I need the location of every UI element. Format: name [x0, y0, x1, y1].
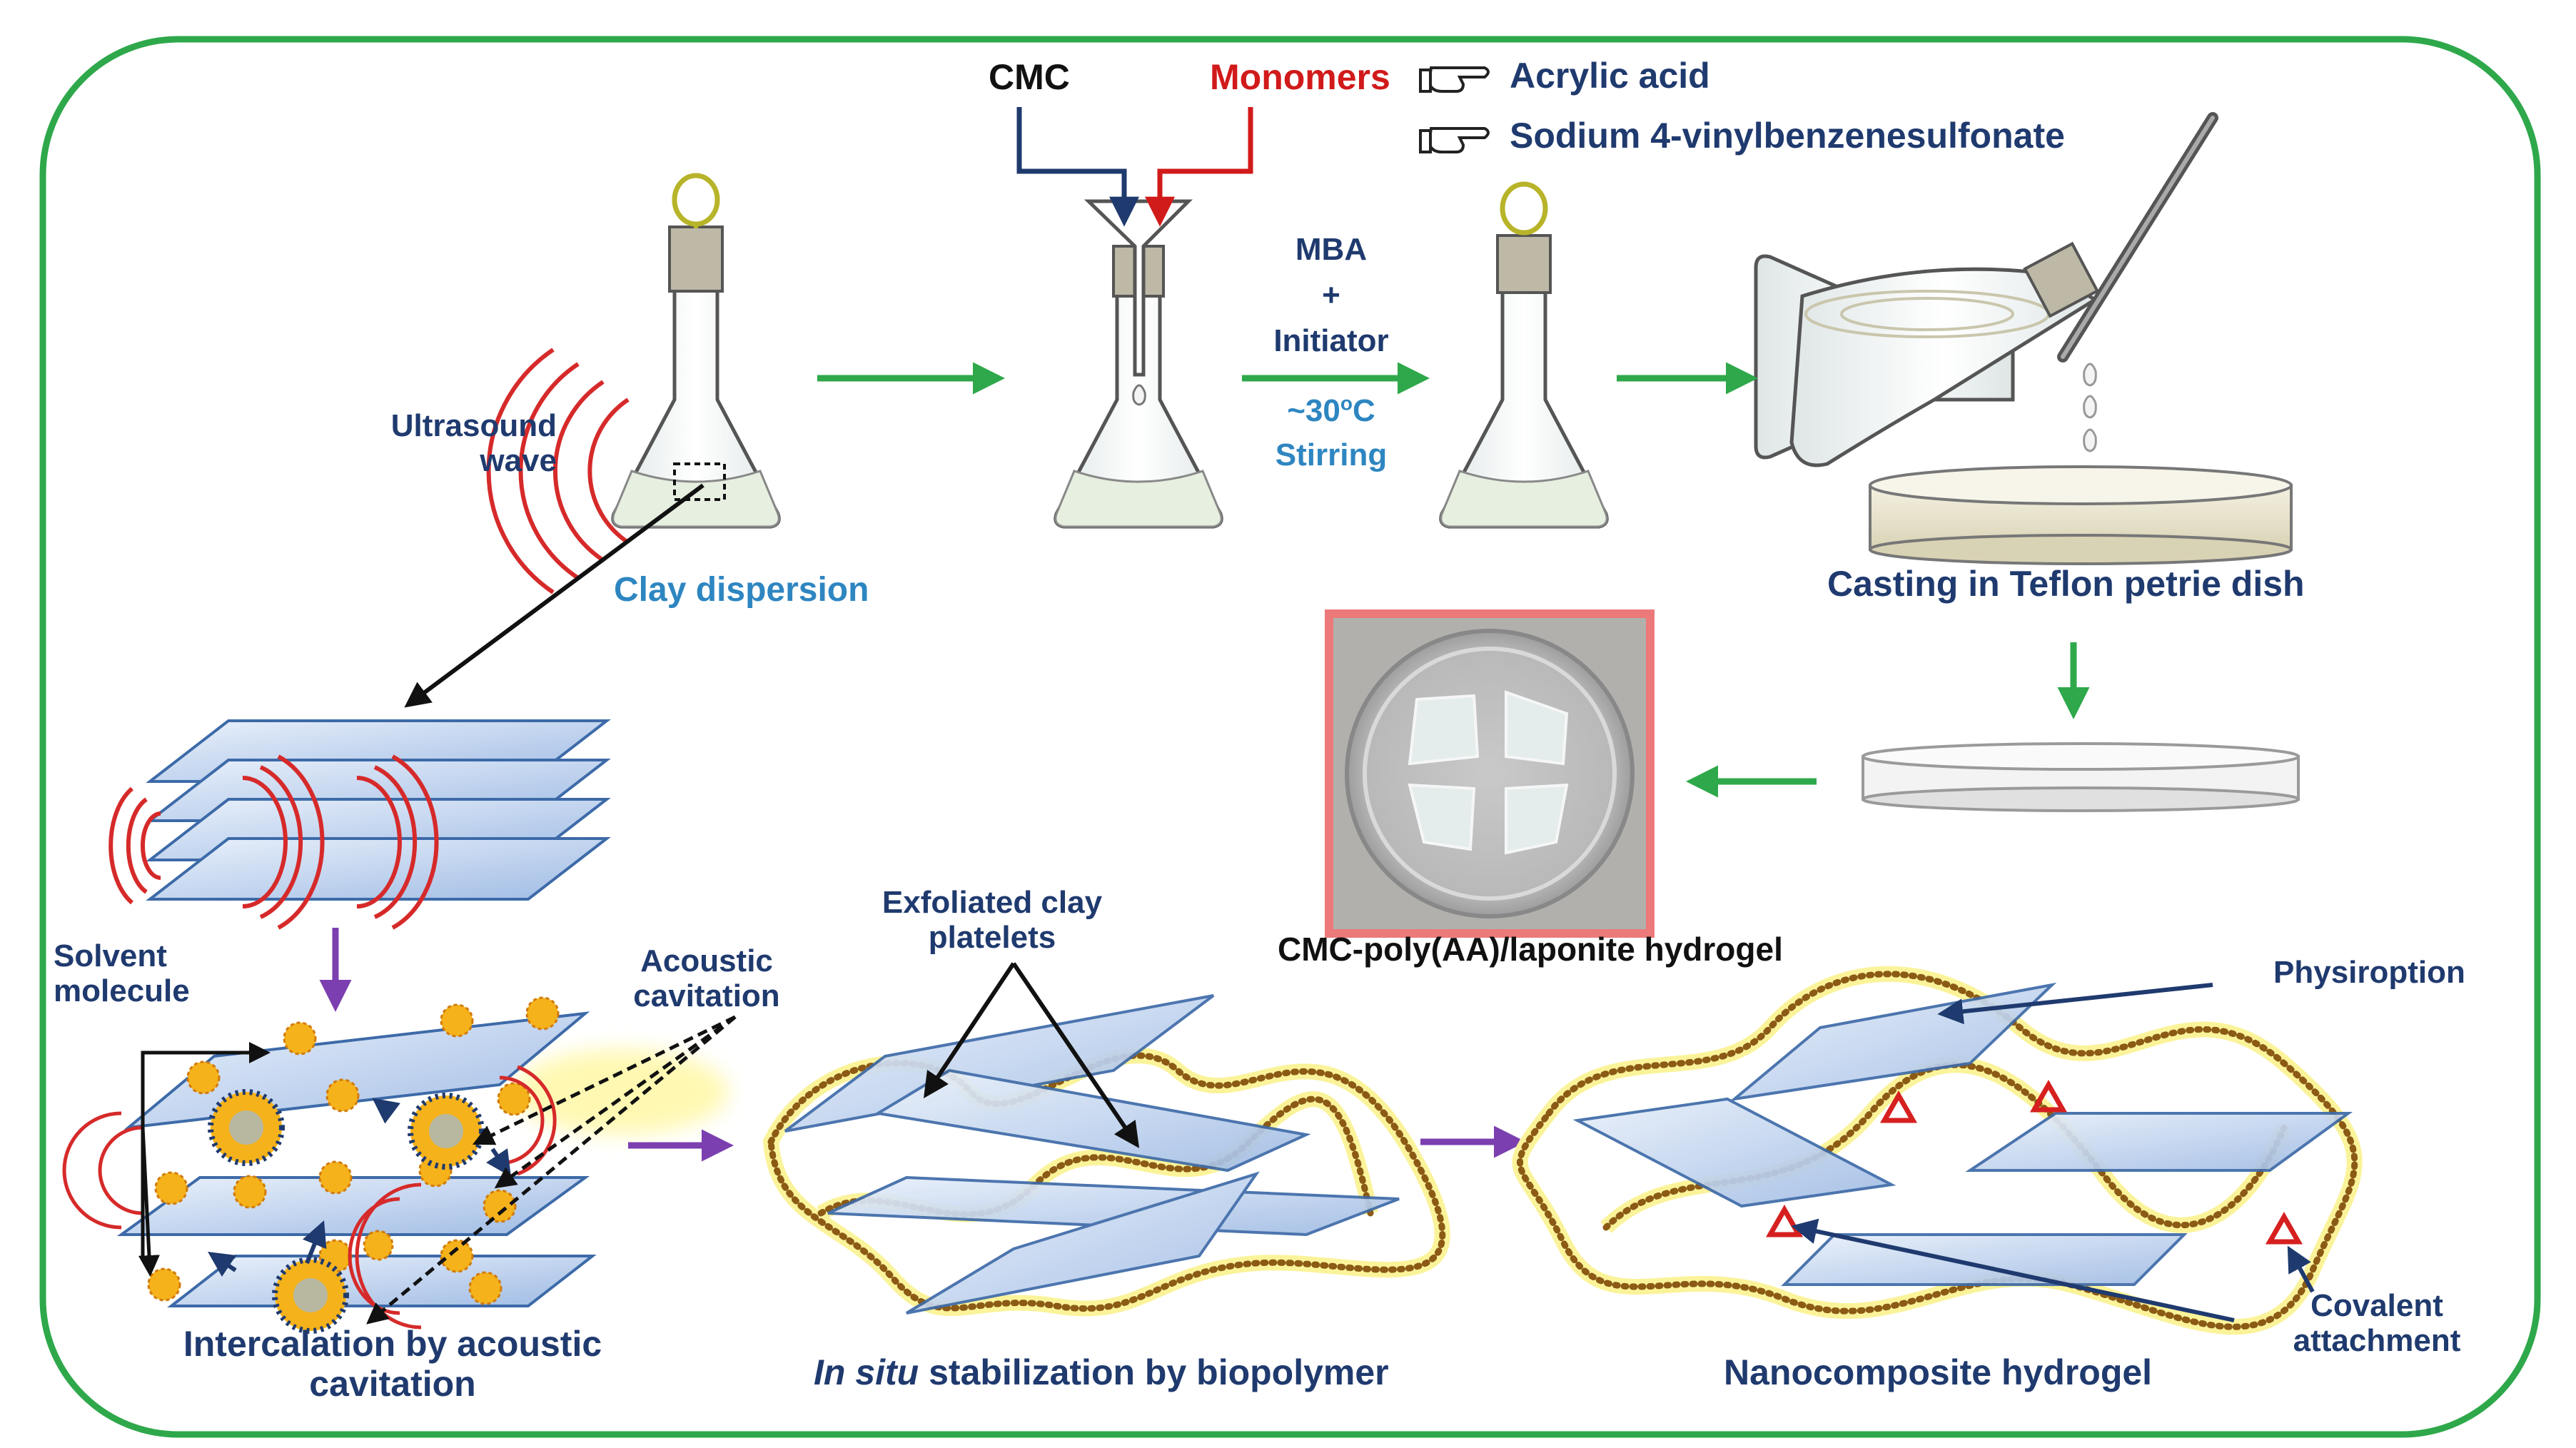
cured-gel-dish	[1862, 742, 2300, 812]
monomer-feed-arrow	[1145, 107, 1253, 227]
stacked-clay-platelets	[146, 719, 611, 901]
cmc-label: CMC	[989, 57, 1070, 97]
diagram-frame	[39, 36, 2541, 1438]
pouring-flask-body	[1789, 241, 2100, 467]
pointing-hand-icon	[1419, 66, 1490, 93]
solvent-molecule-label: Solvent molecule	[54, 938, 190, 1009]
teflon-petri-dish	[1869, 465, 2293, 565]
sodium-vbs-label: Sodium 4-vinylbenzenesulfonate	[1510, 116, 2065, 156]
ultrasound-wave-label: Ultrasound wave	[371, 408, 557, 479]
pointing-hand-icon	[1419, 127, 1490, 153]
nanocomposite-hydrogel-panel	[1512, 966, 2363, 1335]
hydrogel-photo-caption: CMC-poly(AA)/laponite hydrogel	[1278, 931, 1783, 968]
in-situ-caption: In situ stabilization by biopolymer	[814, 1352, 1389, 1392]
process-flow-arrows	[817, 362, 2090, 798]
nanocomposite-caption: Nanocomposite hydrogel	[1724, 1352, 2153, 1392]
covalent-line1: Covalent	[2310, 1288, 2443, 1323]
acoustic-line2: cavitation	[633, 978, 780, 1014]
solvent-line2: molecule	[54, 973, 190, 1009]
exfoliated-line2: platelets	[928, 920, 1056, 956]
clay-dispersion-flask	[611, 173, 781, 529]
cmc-feed-arrow	[1016, 107, 1139, 227]
in-situ-rest: stabilization by biopolymer	[919, 1352, 1389, 1392]
ultrasound-line2: wave	[480, 443, 557, 479]
reaction-flask	[1439, 181, 1609, 529]
ultrasound-line1: Ultrasound	[390, 408, 557, 443]
temperature-conditions: ~30oC Stirring	[1238, 389, 1424, 477]
mba-label: MBA	[1295, 232, 1368, 267]
exfoliated-line1: Exfoliated clay	[882, 885, 1103, 920]
covalent-line2: attachment	[2293, 1323, 2461, 1359]
in-situ-stabilization-panel	[762, 962, 1450, 1317]
clay-dispersion-label: Clay dispersion	[614, 571, 869, 609]
intercalation-panel	[62, 996, 737, 1334]
acoustic-line1: Acoustic	[640, 943, 773, 978]
mixing-flask-with-funnel	[1054, 199, 1223, 529]
solvent-line1: Solvent	[54, 938, 167, 973]
stirring-label: Stirring	[1275, 437, 1388, 472]
temperature-label: ~30oC	[1287, 392, 1375, 428]
intercalation-line2: cavitation	[309, 1364, 476, 1404]
monomers-label: Monomers	[1210, 57, 1390, 97]
glass-rod	[2057, 112, 2218, 363]
ultrasound-wave-icon	[108, 754, 439, 930]
hydrogel-photo	[1325, 609, 1655, 938]
plus-label: +	[1322, 277, 1340, 313]
initiator-label: Initiator	[1273, 323, 1389, 358]
casting-label: Casting in Teflon petrie dish	[1827, 564, 2305, 604]
exfoliated-platelets-label: Exfoliated clay platelets	[871, 885, 1113, 956]
covalent-attachment-label: Covalent attachment	[2273, 1288, 2480, 1359]
drops	[2083, 363, 2097, 452]
intercalation-line1: Intercalation by acoustic	[183, 1324, 602, 1364]
intercalation-caption: Intercalation by acoustic cavitation	[157, 1324, 628, 1404]
acrylic-acid-label: Acrylic acid	[1510, 56, 1710, 96]
in-situ-italic: In situ	[814, 1352, 919, 1392]
acoustic-cavitation-label: Acoustic cavitation	[614, 943, 799, 1014]
ultrasound-wave-icon	[486, 348, 630, 594]
reaction-conditions: MBA + Initiator	[1238, 227, 1424, 363]
physisorption-label: Physiroption	[2273, 955, 2465, 990]
zoom-pointer-arrow	[404, 483, 704, 708]
